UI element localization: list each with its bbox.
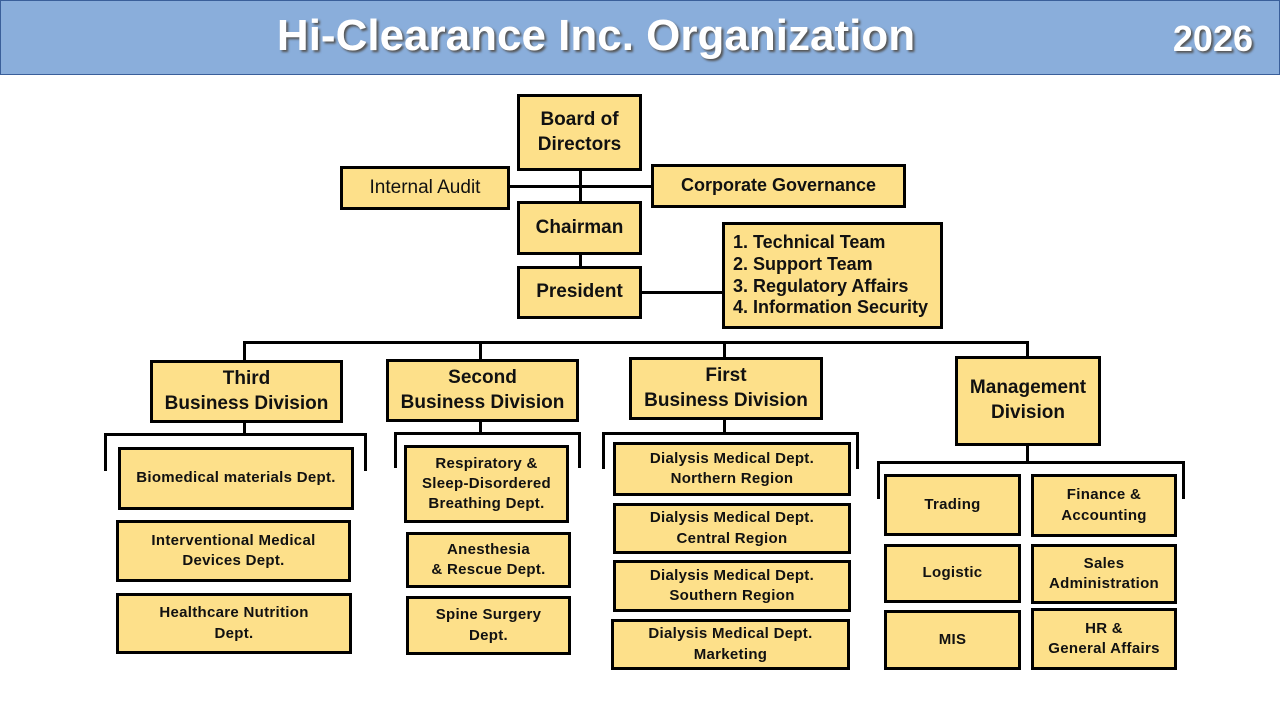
second-division-box[interactable]: Second Business Division (386, 359, 579, 422)
third-division-box[interactable]: Third Business Division (150, 360, 343, 423)
connector (578, 432, 581, 468)
dept-box[interactable]: Biomedical materials Dept. (118, 447, 354, 510)
dept-box[interactable]: Dialysis Medical Dept. Northern Region (613, 442, 851, 496)
dept-box[interactable]: MIS (884, 610, 1021, 670)
dept-box[interactable]: Logistic (884, 544, 1021, 603)
connector (723, 418, 726, 434)
dept-box[interactable]: Healthcare Nutrition Dept. (116, 593, 352, 654)
management-division-box[interactable]: Management Division (955, 356, 1101, 446)
connector (602, 432, 859, 435)
dept-box[interactable]: Trading (884, 474, 1021, 536)
dept-box[interactable]: Dialysis Medical Dept. Marketing (611, 619, 850, 670)
staff-item: 2. Support Team (733, 253, 873, 274)
connector (479, 420, 482, 434)
dept-box[interactable]: Dialysis Medical Dept. Southern Region (613, 560, 851, 612)
staff-item: 3. Regulatory Affairs (733, 275, 909, 296)
connector (364, 433, 367, 471)
connector (856, 432, 859, 469)
connector (640, 291, 724, 294)
chairman-box[interactable]: Chairman (517, 201, 642, 255)
connector (104, 433, 107, 471)
page-title: Hi-Clearance Inc. Organization (276, 11, 916, 60)
connector (479, 341, 482, 361)
first-division-box[interactable]: First Business Division (629, 357, 823, 420)
staff-item: 1. Technical Team (733, 231, 886, 252)
dept-box[interactable]: Interventional Medical Devices Dept. (116, 520, 351, 582)
dept-box[interactable]: Sales Administration (1031, 544, 1177, 604)
connector (602, 432, 605, 469)
corporate-governance-box[interactable]: Corporate Governance (651, 164, 906, 208)
connector (1026, 444, 1029, 464)
connector (394, 432, 581, 435)
board-of-directors-box[interactable]: Board of Directors (517, 94, 642, 171)
dept-box[interactable]: Finance & Accounting (1031, 474, 1177, 537)
connector (104, 433, 367, 436)
connector (723, 341, 726, 359)
connector (508, 185, 653, 188)
dept-box[interactable]: Anesthesia & Rescue Dept. (406, 532, 571, 588)
dept-box[interactable]: HR & General Affairs (1031, 608, 1177, 670)
president-box[interactable]: President (517, 266, 642, 319)
title-banner: Hi-Clearance Inc. Organization 2026 (0, 0, 1280, 75)
connector (394, 432, 397, 468)
connector (243, 341, 246, 362)
dept-box[interactable]: Respiratory & Sleep-Disordered Breathing… (404, 445, 569, 523)
connector (877, 461, 880, 499)
dept-box[interactable]: Spine Surgery Dept. (406, 596, 571, 655)
president-staff-box[interactable]: 1. Technical Team 2. Support Team 3. Reg… (722, 222, 943, 329)
connector (243, 421, 246, 435)
connector (243, 341, 1029, 344)
dept-box[interactable]: Dialysis Medical Dept. Central Region (613, 503, 851, 554)
year-label: 2026 (1172, 18, 1253, 59)
connector (1026, 341, 1029, 358)
connector (877, 461, 1185, 464)
connector (1182, 461, 1185, 499)
staff-item: 4. Information Security (733, 297, 929, 318)
internal-audit-box[interactable]: Internal Audit (340, 166, 510, 210)
